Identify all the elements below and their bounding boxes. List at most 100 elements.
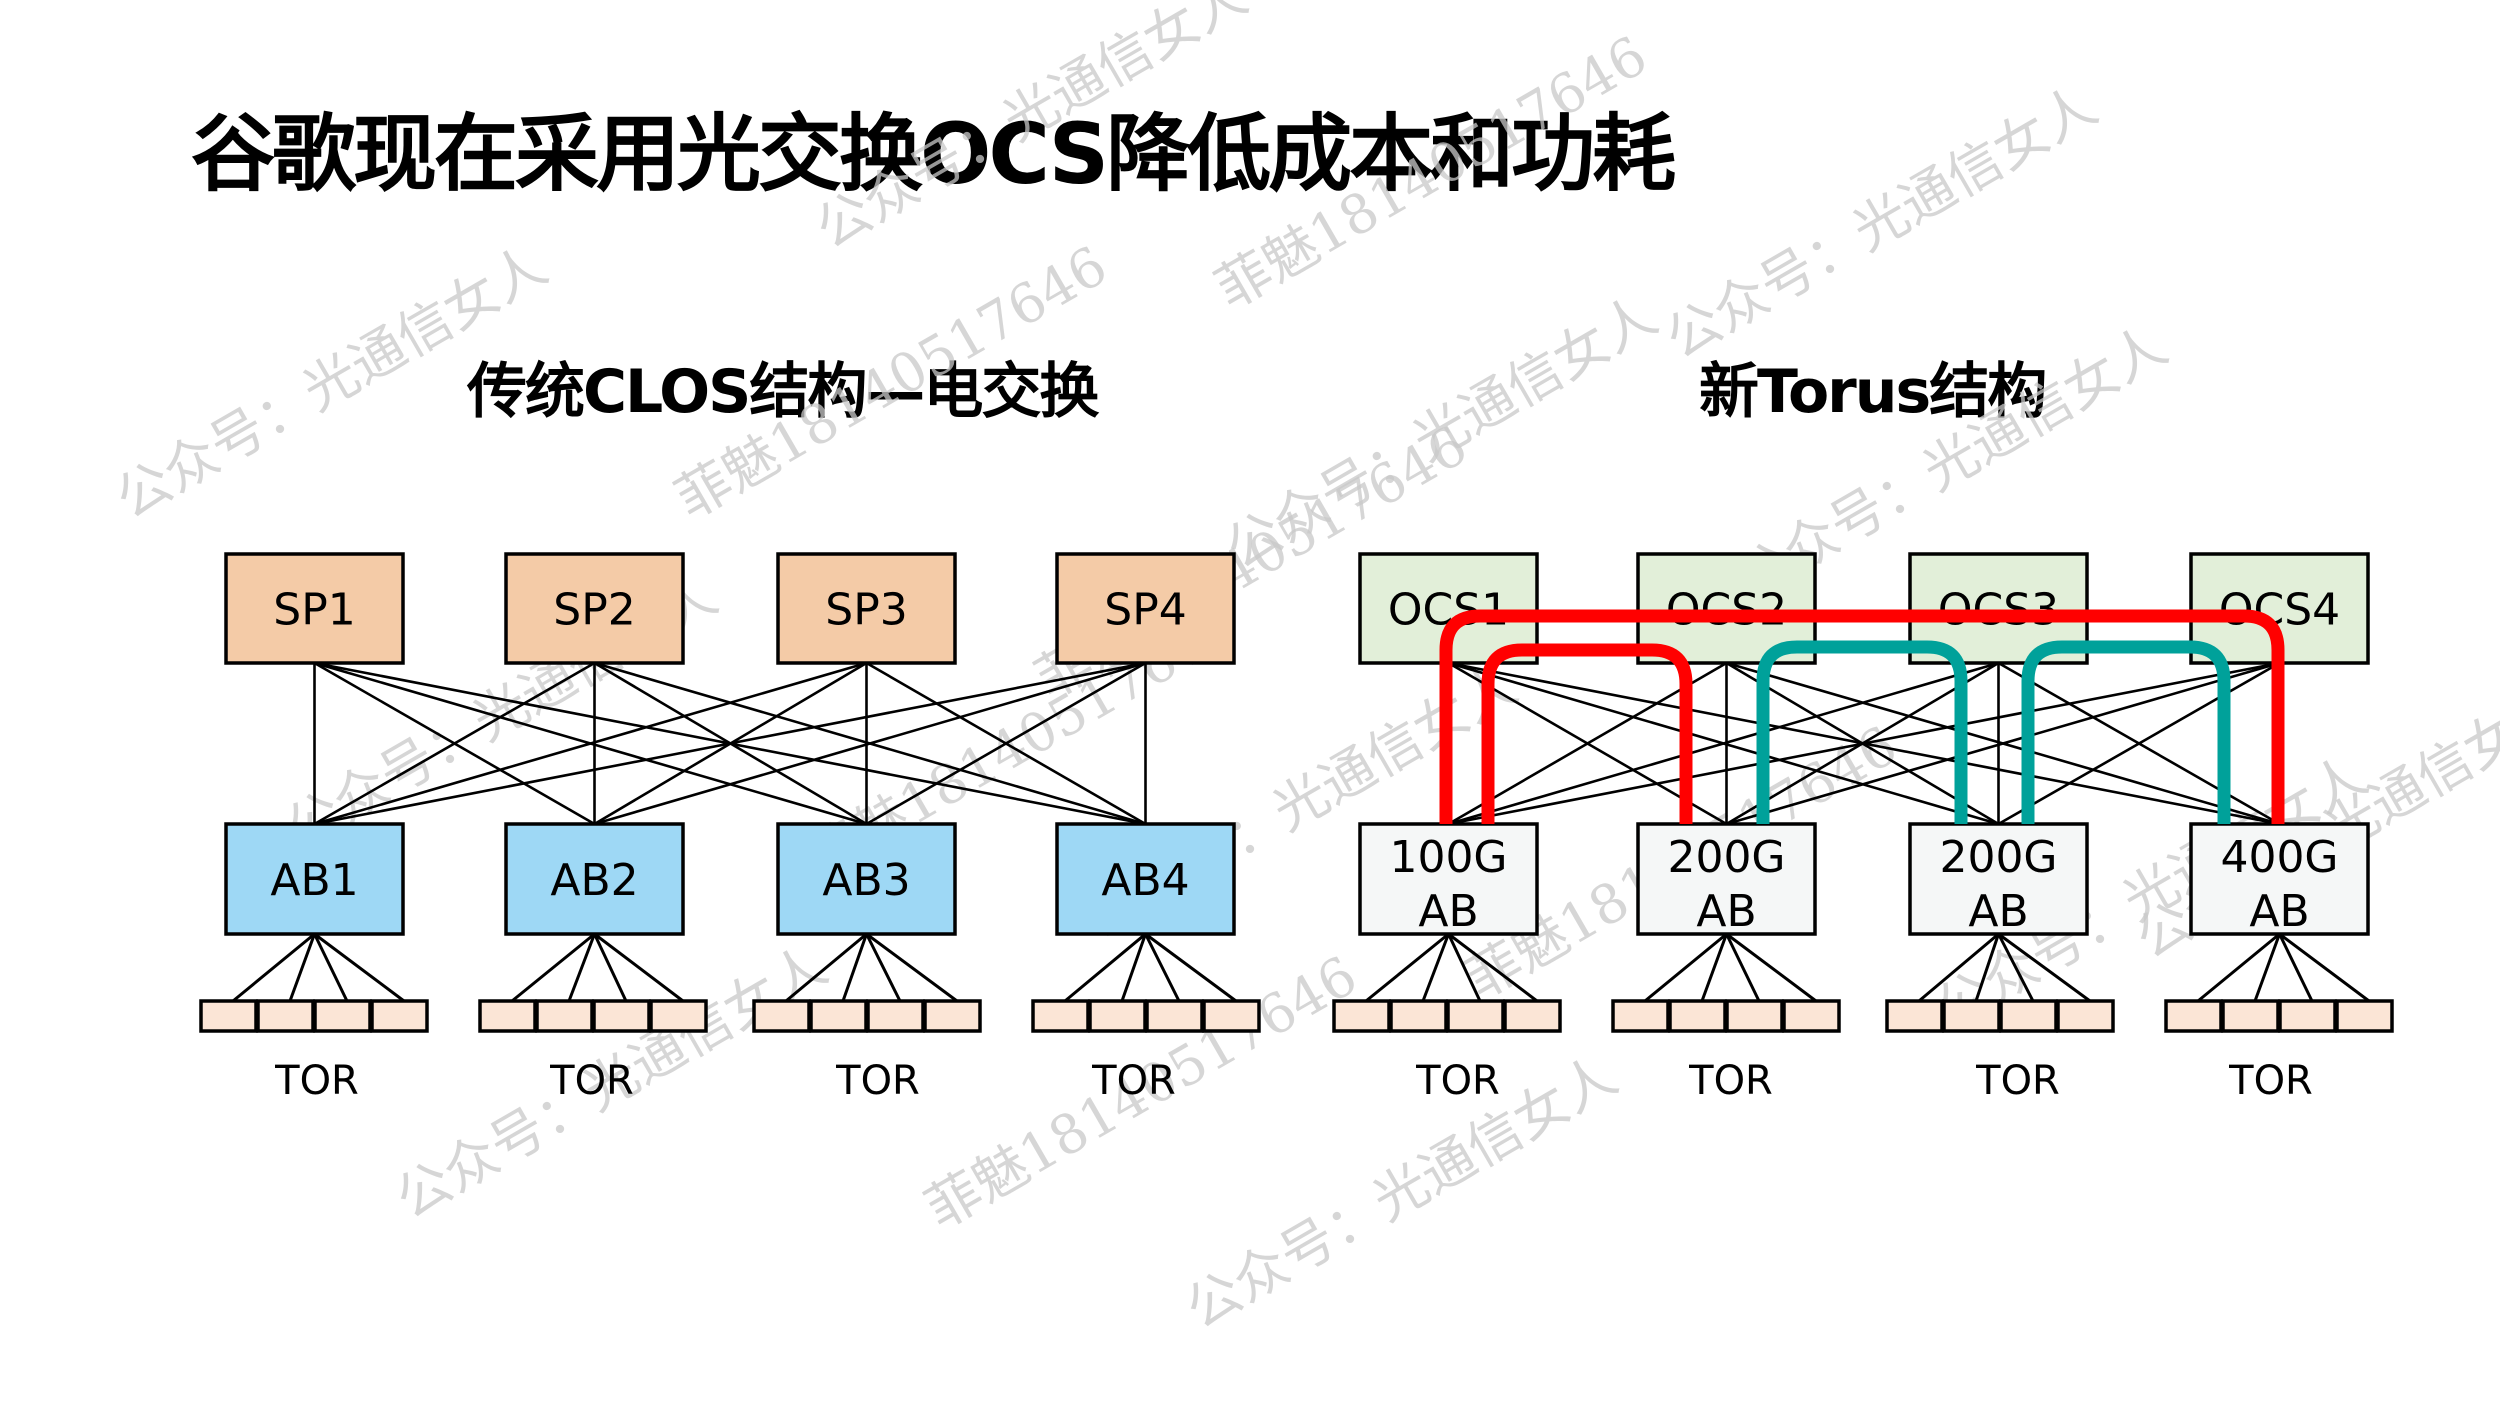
clos-link-4-2	[594, 661, 1146, 826]
torus-tor-link	[1997, 933, 2035, 1002]
torus-ab-label: AB	[1696, 886, 1756, 937]
torus-tor-link	[1918, 932, 2000, 1003]
clos-tor-label: TOR	[549, 1058, 634, 1104]
watermark-text: 菲魅18140517646	[1205, 24, 1657, 322]
torus-tor-link	[1447, 933, 1482, 1002]
clos-tor-link	[593, 932, 684, 1003]
torus-tor-link	[1700, 933, 1728, 1002]
clos-section-title: 传统CLOS结构—电交换	[467, 357, 1099, 427]
clos-top-switch-box	[224, 552, 405, 665]
clos-tor-link	[313, 932, 405, 1003]
watermark-text: 菲魅18140517646	[665, 234, 1117, 532]
clos-top-switch-box	[504, 552, 685, 665]
torus-tor-group: TOR	[1885, 932, 2115, 1104]
torus-tor-switch	[2056, 999, 2115, 1033]
watermark-text: 公众号：光通信女人	[1175, 1044, 1627, 1342]
clos-tor-switch	[256, 999, 315, 1033]
torus-tor-switch	[1389, 999, 1448, 1033]
clos-tor-switch	[1088, 999, 1147, 1033]
clos-tor-link	[288, 933, 316, 1002]
clos-top-switch-label: SP2	[553, 585, 635, 636]
torus-tor-link	[2253, 933, 2281, 1002]
torus-tor-link	[2197, 932, 2281, 1003]
clos-tor-switch	[923, 999, 982, 1033]
watermark-text: 公众号：光通信女人	[805, 0, 1257, 261]
optical-link-ab2-ab3	[1756, 640, 1968, 824]
torus-ab-box	[1636, 822, 1817, 936]
watermark-text: 公众号：光通信女人	[1655, 74, 2107, 372]
clos-ab-label: AB2	[550, 855, 638, 906]
clos-top-switch-box	[1055, 552, 1236, 665]
torus-tor-link	[1725, 933, 1761, 1002]
torus-tor-group: TOR	[1611, 932, 1841, 1104]
torus-tor-switch	[1446, 999, 1505, 1033]
torus-ab-box	[1908, 822, 2089, 936]
torus-ab-label: AB	[2249, 886, 2309, 937]
torus-tor-link	[1974, 933, 2000, 1002]
optical-link-ab1-ab4	[1439, 609, 2285, 824]
clos-tor-group: TOR	[1031, 932, 1261, 1104]
clos-tor-switch	[370, 999, 429, 1033]
clos-tor-link	[1144, 932, 1237, 1003]
torus-tor-label: TOR	[2228, 1058, 2313, 1104]
clos-top-switch-label: SP4	[1104, 585, 1186, 636]
torus-tor-switch	[2221, 999, 2280, 1033]
torus-tor-link	[1421, 933, 1450, 1002]
torus-tor-switch	[1942, 999, 2001, 1033]
clos-mesh-links	[313, 661, 1147, 826]
torus-link-4-2	[1726, 661, 2280, 826]
torus-tor-switch	[1503, 999, 1562, 1033]
clos-tor-switch	[1202, 999, 1261, 1033]
clos-top-switch: SP1	[224, 552, 405, 665]
clos-tor-switch	[809, 999, 868, 1033]
clos-top-switch-label: SP3	[825, 585, 907, 636]
clos-link-3-1	[314, 661, 867, 826]
torus-tor-group: TOR	[2164, 932, 2394, 1104]
clos-top-switch-label: SP1	[273, 585, 355, 636]
torus-ab-box	[1358, 822, 1539, 936]
torus-tor-switch	[2335, 999, 2394, 1033]
clos-tor-switch	[1145, 999, 1204, 1033]
optical-link-ab3-ab4	[2021, 640, 2231, 824]
clos-tor-link	[313, 933, 349, 1002]
torus-ab-speed: 100G	[1389, 832, 1507, 883]
clos-tor-link	[593, 933, 628, 1002]
clos-tor-link	[841, 933, 868, 1002]
optical-links	[1439, 609, 2285, 824]
clos-tor-link	[1120, 933, 1147, 1002]
torus-tor-label: TOR	[1975, 1058, 2060, 1104]
torus-tor-link	[1997, 932, 2091, 1003]
clos-tor-group: TOR	[199, 932, 429, 1104]
clos-ab-label: AB1	[270, 855, 358, 906]
clos-tor-link	[865, 932, 958, 1003]
clos-ab-label: AB4	[1101, 855, 1189, 906]
clos-tor-link	[785, 932, 868, 1003]
torus-tor-link	[1447, 932, 1538, 1003]
clos-aggregation-block: AB1	[224, 822, 405, 936]
clos-tor-group: TOR	[752, 932, 982, 1104]
clos-tor-link	[511, 932, 596, 1003]
optical-link-ab1-ab2	[1481, 643, 1693, 824]
torus-link-4-3	[1997, 661, 2281, 826]
torus-tor-switch	[2164, 999, 2223, 1033]
torus-tor-switch	[1725, 999, 1784, 1033]
clos-tor-switch	[592, 999, 651, 1033]
clos-top-switch-box	[776, 552, 957, 665]
watermark-text: 公众号：光通信女人	[105, 234, 557, 532]
clos-tor-switch	[752, 999, 811, 1033]
torus-tor-link	[1365, 932, 1450, 1003]
clos-tor-link	[232, 932, 316, 1003]
clos-tor-switch	[1031, 999, 1090, 1033]
torus-tor-link	[2278, 933, 2314, 1002]
torus-tor-label: TOR	[1415, 1058, 1500, 1104]
clos-tor-switch	[478, 999, 537, 1033]
clos-link-4-3	[865, 661, 1147, 826]
torus-link-3-1	[1448, 661, 1999, 826]
clos-ab-label: AB3	[822, 855, 910, 906]
watermark-layer: 公众号：光通信女人菲魅18140517646公众号：光通信女人公众号：光通信女人…	[105, 0, 2500, 1341]
torus-tor-switch	[2278, 999, 2337, 1033]
torus-link-4-1	[1448, 661, 2280, 826]
